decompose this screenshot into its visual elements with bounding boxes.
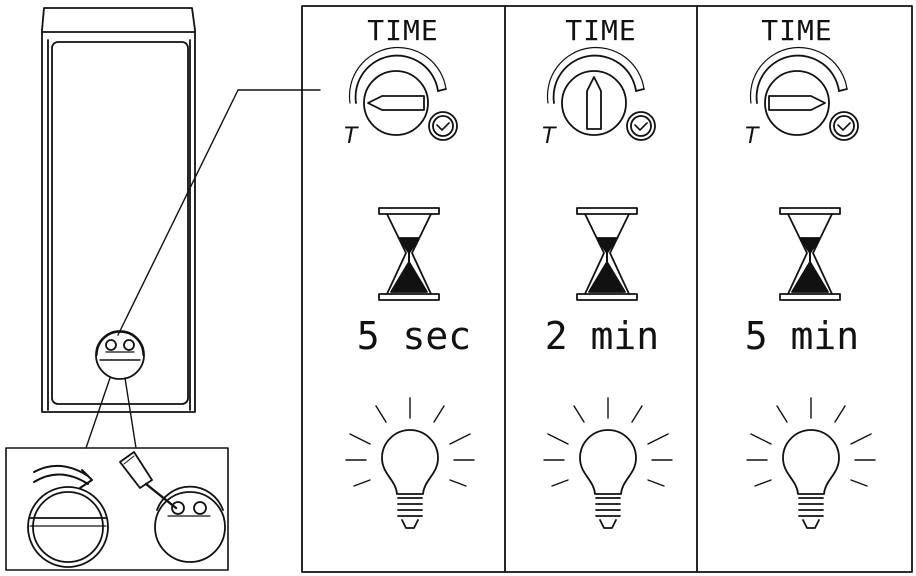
panel-1-icons: T xyxy=(344,46,475,529)
hourglass-icon xyxy=(378,207,440,301)
light-bulb-icon xyxy=(543,397,673,529)
time-dial-icon: T xyxy=(745,46,859,149)
panels-frame xyxy=(301,5,913,573)
panel-2-duration: 2 min xyxy=(544,314,660,358)
rotate-arrow-icon xyxy=(33,465,93,489)
panel-3-time-label: TIME xyxy=(761,14,833,47)
clock-icon xyxy=(626,111,656,141)
knob-open xyxy=(154,485,226,563)
light-bulb-icon xyxy=(345,397,475,529)
panel-2-time-label: TIME xyxy=(565,14,637,47)
dial-marker-label: T xyxy=(745,124,760,149)
panel-1-time-label: TIME xyxy=(367,14,439,47)
panel-1-duration: 5 sec xyxy=(356,314,472,358)
panel-3-icons: T xyxy=(745,46,876,529)
sensor-knob xyxy=(95,330,145,380)
panel-3-duration: 5 min xyxy=(744,314,860,358)
time-dial-icon: T xyxy=(542,46,656,149)
detail-inset xyxy=(5,447,229,571)
sensor-device xyxy=(41,7,196,413)
hourglass-icon xyxy=(576,207,638,301)
hourglass-icon xyxy=(779,207,841,301)
screwdriver-icon xyxy=(119,451,178,510)
clock-icon xyxy=(829,111,859,141)
clock-icon xyxy=(428,111,458,141)
dial-marker-label: T xyxy=(542,124,557,149)
dial-marker-label: T xyxy=(344,124,359,149)
leader-line xyxy=(85,89,321,449)
panel-2-icons: T xyxy=(542,46,673,529)
light-bulb-icon xyxy=(746,397,876,529)
knob-cover xyxy=(27,486,109,568)
time-dial-icon: T xyxy=(344,46,458,149)
